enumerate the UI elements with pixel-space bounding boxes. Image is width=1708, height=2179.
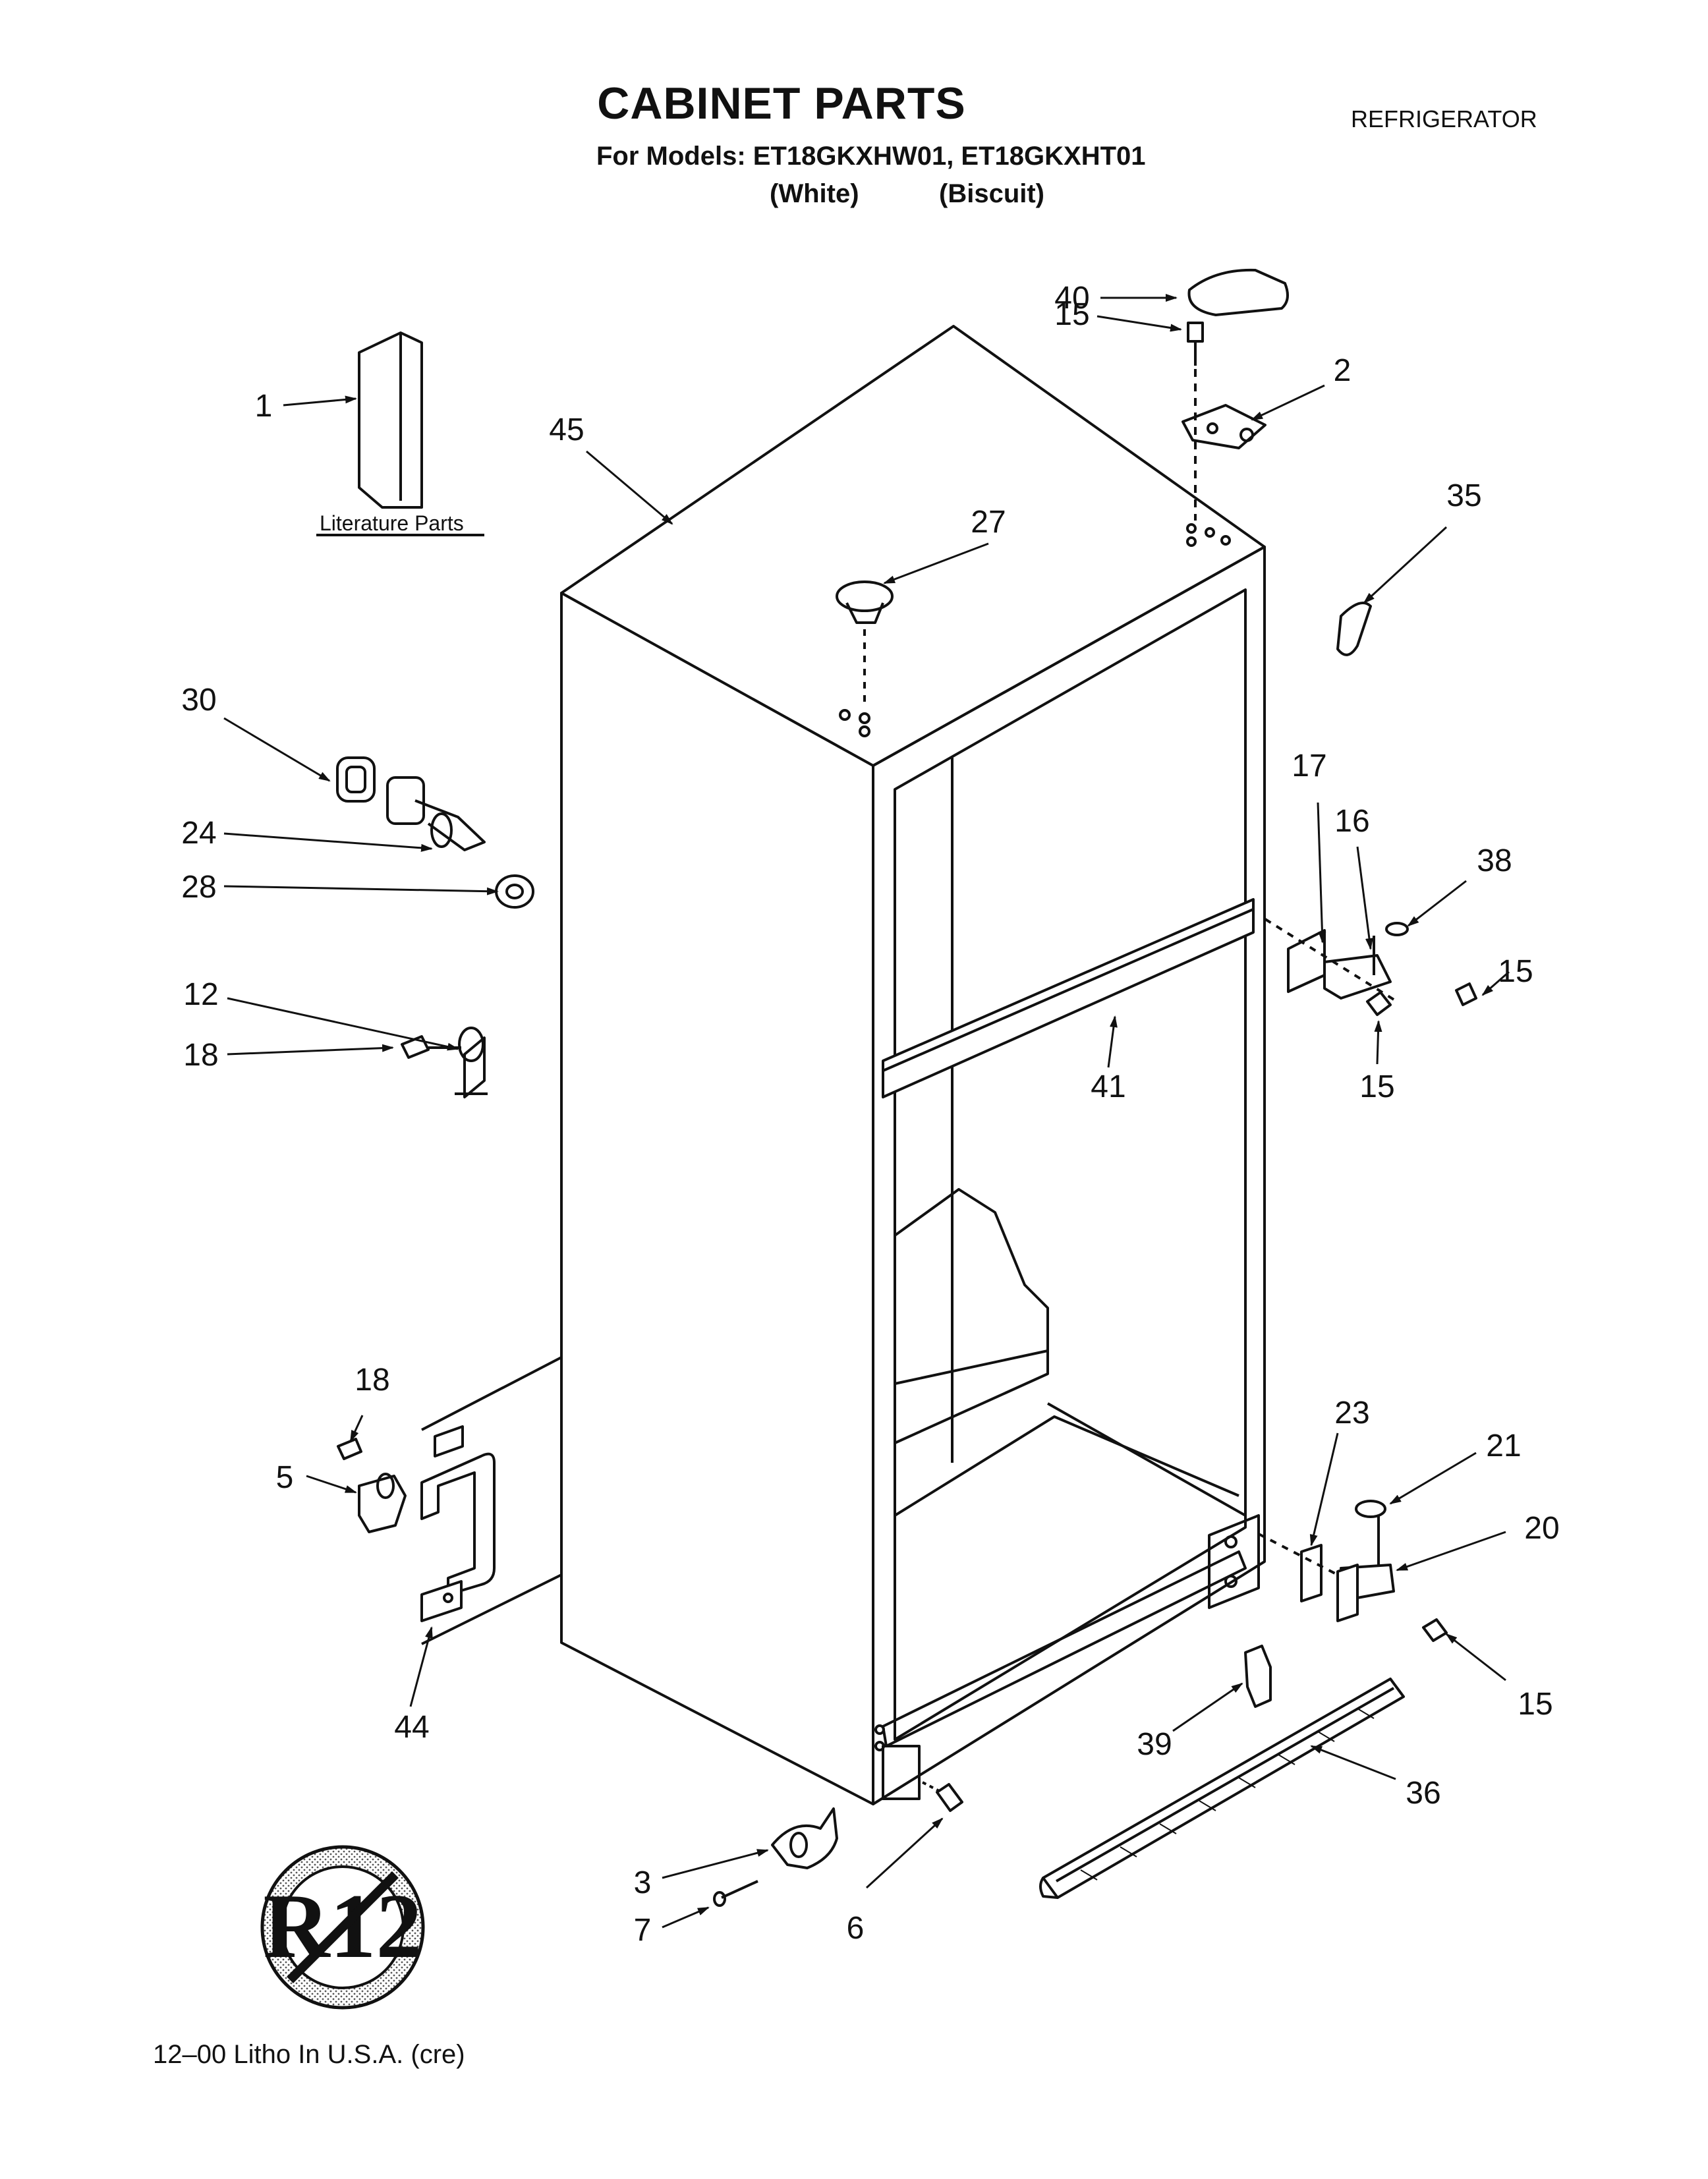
no-r12-symbol: R12 <box>260 1845 425 2010</box>
leveling-leg-icon <box>713 1807 838 1907</box>
plug-button-icon <box>836 580 894 705</box>
callout-35: 35 <box>1446 478 1481 513</box>
callout-30: 30 <box>181 683 216 718</box>
callout-39: 39 <box>1137 1727 1172 1762</box>
callout-40: 40 <box>1054 281 1089 316</box>
callout-23: 23 <box>1334 1396 1369 1430</box>
cabinet-shell <box>560 325 1266 1805</box>
color-biscuit-label: (Biscuit) <box>939 179 1044 208</box>
callout-15: 15 <box>1054 297 1089 332</box>
lower-hinge-icon <box>1258 1500 1448 1642</box>
bushing-30-icon <box>336 756 376 803</box>
washer-28-icon <box>495 874 534 909</box>
callout-38: 38 <box>1477 843 1512 878</box>
callout-12: 12 <box>183 977 218 1012</box>
callout-16: 16 <box>1334 804 1369 839</box>
hinge-shield-icon <box>1336 602 1372 656</box>
lower-left-door-stop-icon <box>337 1438 407 1533</box>
print-info: 12–00 Litho In U.S.A. (cre) <box>153 2040 465 2069</box>
callout-18: 18 <box>355 1363 389 1398</box>
toe-grille-icon <box>1039 1678 1405 1899</box>
door-stop-12-icon <box>455 1027 488 1098</box>
screw-6-icon <box>936 1783 963 1812</box>
callout-7: 7 <box>634 1913 652 1948</box>
callout-15: 15 <box>1498 954 1533 989</box>
hinge-cap-icon <box>1187 268 1289 316</box>
literature-booklet-icon <box>316 331 484 536</box>
appliance-category: REFRIGERATOR <box>1351 105 1537 132</box>
page-title: CABINET PARTS <box>597 78 966 128</box>
callout-41: 41 <box>1091 1069 1125 1104</box>
callout-20: 20 <box>1524 1511 1559 1546</box>
callout-15: 15 <box>1359 1069 1394 1104</box>
callout-3: 3 <box>634 1865 652 1900</box>
door-stop-bracket-44-icon <box>420 1425 496 1622</box>
literature-parts-label: Literature Parts <box>320 511 464 535</box>
callout-6: 6 <box>847 1911 865 1946</box>
callout-44: 44 <box>394 1710 429 1745</box>
upper-hinge-icon <box>1181 322 1267 521</box>
callout-24: 24 <box>181 816 216 851</box>
callout-36: 36 <box>1406 1776 1440 1811</box>
callout-21: 21 <box>1486 1429 1521 1463</box>
grille-clip-icon <box>1244 1645 1272 1708</box>
callout-1: 1 <box>255 389 273 424</box>
callout-5: 5 <box>276 1460 294 1495</box>
callout-28: 28 <box>181 870 216 905</box>
callout-27: 27 <box>971 505 1006 540</box>
model-numbers: For Models: ET18GKXHW01, ET18GKXHT01 <box>596 142 1146 171</box>
color-white-label: (White) <box>770 179 859 208</box>
callout-17: 17 <box>1292 749 1326 783</box>
callout-45: 45 <box>549 412 584 447</box>
callout-18: 18 <box>183 1038 218 1073</box>
callout-2: 2 <box>1334 353 1352 388</box>
hinge-pin-24-icon <box>386 776 486 851</box>
callout-15: 15 <box>1518 1687 1552 1722</box>
center-hinge-icon <box>1264 918 1477 1016</box>
